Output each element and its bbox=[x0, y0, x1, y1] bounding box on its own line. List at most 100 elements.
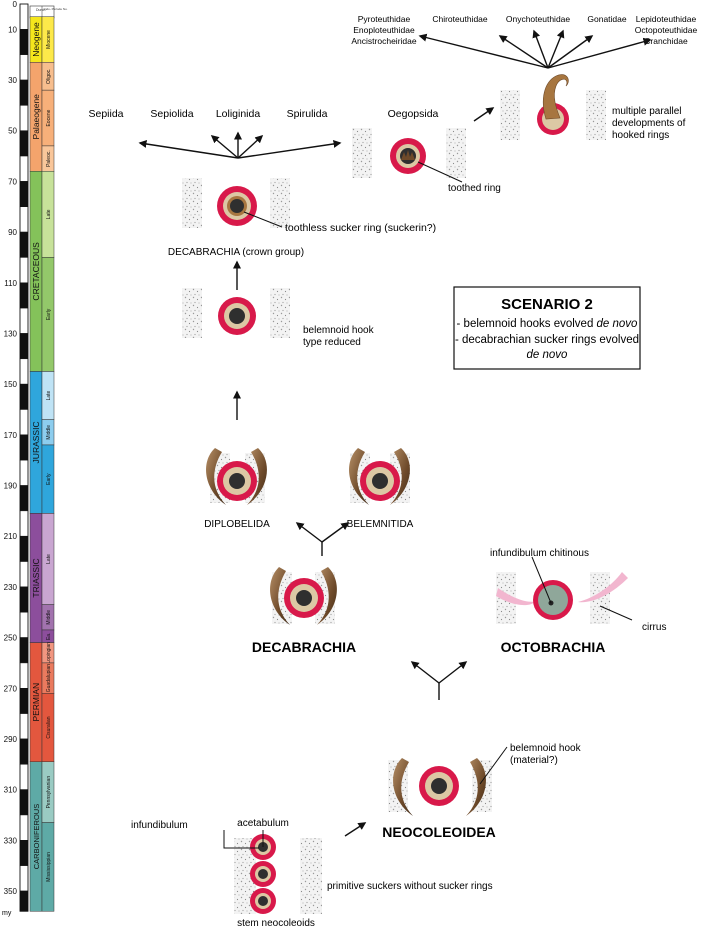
ruler-block bbox=[19, 688, 29, 714]
scenario-box: SCENARIO 2 - belemnoid hooks evolved de … bbox=[453, 286, 641, 370]
epoch-label: Early bbox=[46, 308, 52, 320]
ruler-block bbox=[19, 54, 29, 81]
label-loliginida: Loliginida bbox=[216, 108, 261, 120]
split-deca-octo bbox=[410, 661, 468, 700]
ruler-block bbox=[19, 206, 29, 233]
ruler-block bbox=[19, 561, 29, 588]
ruler-block bbox=[19, 535, 29, 562]
label-acetabulum: acetabulum bbox=[237, 818, 289, 829]
ruler-block bbox=[19, 510, 29, 537]
label-octobrachia: OCTOBRACHIA bbox=[501, 639, 606, 655]
label-neocoleoidea: NEOCOLEOIDEA bbox=[382, 824, 496, 840]
age-tick-label: 90 bbox=[8, 228, 17, 237]
timescale-header-col2: Indo- Periode Nu. bbox=[44, 7, 68, 11]
epoch-label: Late bbox=[46, 209, 52, 219]
ruler-block bbox=[19, 409, 29, 436]
scenario-line-1: - belemnoid hooks evolved de novo bbox=[457, 318, 639, 330]
stem-neocoleoids-node bbox=[234, 834, 322, 914]
family-onychoteuthidae: Onychoteuthidae bbox=[506, 14, 571, 24]
arrow-stem-to-neocoleoidea bbox=[344, 822, 367, 837]
label-belemnitida: BELEMNITIDA bbox=[347, 519, 414, 530]
label-infundibulum: infundibulum bbox=[131, 820, 188, 831]
ruler-block bbox=[19, 890, 29, 912]
ruler-block bbox=[19, 586, 29, 613]
ruler-block bbox=[19, 105, 29, 131]
ruler-block bbox=[19, 865, 29, 892]
timescale-header-col1: Durch. bbox=[36, 8, 46, 12]
age-tick-label: 130 bbox=[4, 329, 18, 338]
label-decabrachia: DECABRACHIA bbox=[252, 639, 356, 655]
age-tick-label: 10 bbox=[8, 25, 17, 34]
age-ruler bbox=[19, 3, 29, 912]
ruler-block bbox=[19, 459, 29, 486]
arrow-oegopsida-to-hooked bbox=[473, 107, 495, 122]
family-octopoteuthidae: Octopoteuthidae bbox=[635, 25, 698, 35]
crown-group-node bbox=[182, 178, 290, 228]
age-tick-label: 250 bbox=[4, 634, 18, 643]
diplobelida-node bbox=[206, 448, 267, 505]
geologic-timescale: Durch. Indo- Periode Nu. NeogenePalaeoge… bbox=[2, 0, 68, 917]
label-stem-neocoleoids: stem neocoleoids bbox=[237, 918, 315, 929]
label-type-reduced: type reduced bbox=[303, 337, 361, 348]
label-multiple-parallel: multiple parallel bbox=[612, 106, 681, 117]
ruler-block bbox=[19, 434, 29, 461]
ruler-block bbox=[19, 662, 29, 689]
age-tick-label: 0 bbox=[13, 0, 18, 9]
family-chiroteuthidae: Chiroteuthidae bbox=[432, 14, 488, 24]
age-tick-label: 30 bbox=[8, 76, 17, 85]
label-belemnoid-hook-1: belemnoid hook bbox=[303, 325, 375, 336]
leader-cirrus bbox=[599, 605, 633, 621]
ruler-block bbox=[19, 3, 29, 30]
ruler-block bbox=[19, 840, 29, 866]
ruler-block bbox=[19, 257, 29, 284]
label-infundibulum-chitinous: infundibulum chitinous bbox=[490, 548, 589, 559]
scenario-line-2: - decabrachian sucker rings evolved bbox=[455, 334, 639, 346]
epoch-mississippian bbox=[41, 822, 55, 912]
age-tick-label: 290 bbox=[4, 735, 18, 744]
period-label: CRETACEOUS bbox=[31, 242, 41, 301]
hook-reduced-node bbox=[182, 288, 290, 338]
leader-infundibulum bbox=[223, 830, 259, 849]
epoch-label: Ea. bbox=[46, 633, 52, 641]
toothed-ring-node bbox=[352, 128, 466, 178]
epoch-label: Late bbox=[46, 554, 52, 564]
ruler-block bbox=[19, 713, 29, 740]
age-tick-label: 350 bbox=[4, 887, 18, 896]
ruler-block bbox=[19, 764, 29, 790]
label-decabrachia-crown: DECABRACHIA (crown group) bbox=[168, 247, 304, 258]
age-tick-label: 270 bbox=[4, 684, 18, 693]
epoch-label: Cisuralian bbox=[46, 716, 52, 738]
ruler-block bbox=[19, 738, 29, 765]
order-labels: Sepiida Sepiolida Loliginida Spirulida O… bbox=[88, 108, 438, 120]
period-label: TRIASSIC bbox=[31, 558, 41, 597]
ruler-block bbox=[19, 282, 29, 309]
split-diplo-belemn bbox=[295, 522, 350, 556]
label-toothless-ring: toothless sucker ring (suckerin?) bbox=[285, 222, 436, 234]
age-tick-label: 70 bbox=[8, 177, 17, 186]
belemnitida-node bbox=[349, 448, 410, 505]
label-sepiolida: Sepiolida bbox=[150, 108, 193, 120]
ruler-block bbox=[19, 333, 29, 360]
epoch-label: Eocene bbox=[46, 109, 52, 126]
period-label: Palaeogene bbox=[31, 94, 41, 140]
crown-fan-arrows bbox=[138, 131, 342, 159]
leader-belemnoid-hook bbox=[479, 746, 508, 785]
label-oegopsida: Oegopsida bbox=[388, 108, 439, 120]
leader-toothed bbox=[417, 161, 463, 183]
cirrus-right bbox=[578, 572, 628, 603]
age-tick-labels: 0103050709011013015017019021023025027029… bbox=[4, 0, 18, 896]
label-sepiida: Sepiida bbox=[88, 108, 123, 120]
age-tick-label: 50 bbox=[8, 127, 17, 136]
period-label: JURASSIC bbox=[31, 421, 41, 463]
period-label: CARBONIFEROUS bbox=[32, 804, 41, 869]
label-cirrus: cirrus bbox=[642, 622, 666, 633]
label-belemnoid-hook-material-2: (material?) bbox=[510, 755, 558, 766]
label-belemnoid-hook-material-1: belemnoid hook bbox=[510, 743, 582, 754]
neocoleoidea-node bbox=[388, 758, 492, 816]
family-gonatidae: Gonatidae bbox=[587, 14, 626, 24]
epoch-label: Miocene bbox=[46, 30, 52, 49]
epoch-label: Early bbox=[46, 473, 52, 485]
epoch-label: Middle bbox=[46, 610, 52, 625]
ruler-block bbox=[19, 358, 29, 385]
